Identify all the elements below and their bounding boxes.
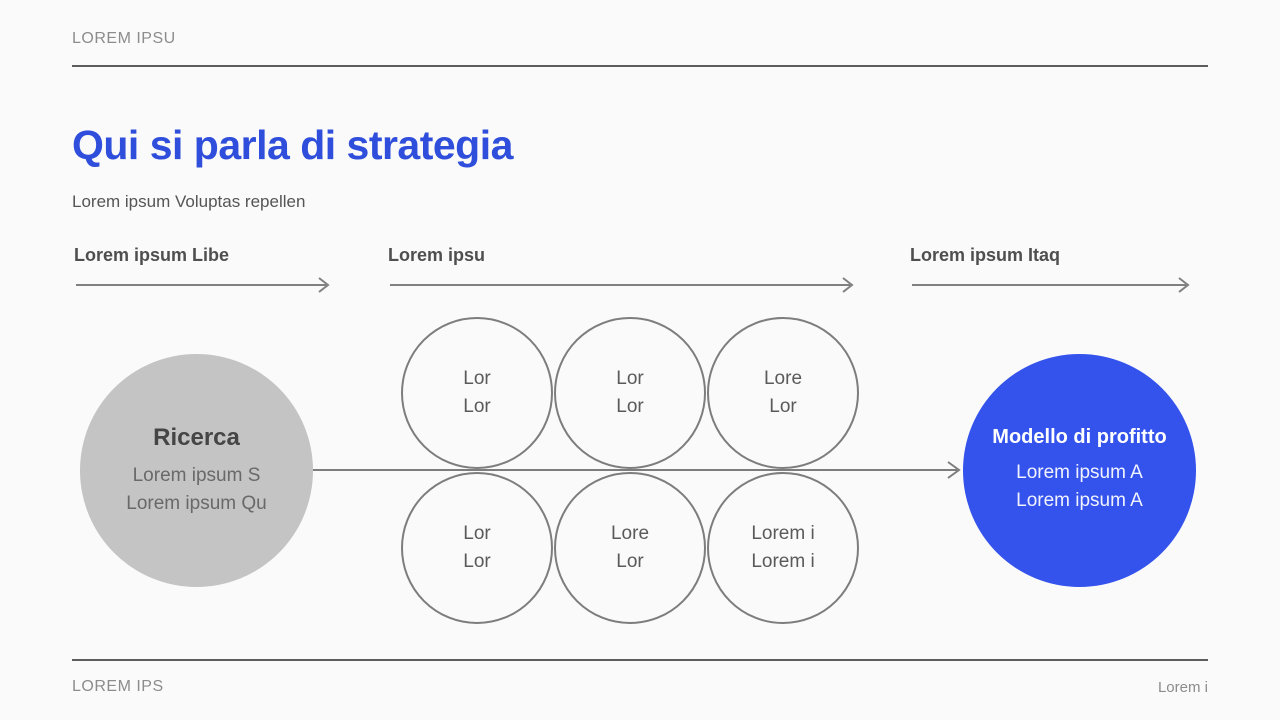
header-divider (72, 65, 1208, 67)
process-node-line: Lorem i (751, 523, 815, 545)
process-node-line: Lor (769, 396, 797, 417)
process-node-circle: Lore Lor (554, 472, 706, 624)
phase-header-2: Lorem ipsu (388, 245, 856, 294)
process-node-line: Lor (616, 368, 644, 390)
end-node-line: Lorem ipsum A (1016, 490, 1143, 511)
process-node-line: Lore (610, 523, 650, 545)
start-node-line: Lorem ipsum S (132, 464, 261, 486)
process-node-circle: Lor Lor (554, 317, 706, 469)
process-node-circle: Lorem i Lorem i (707, 472, 859, 624)
header-brand-text: LOREM IPSU (72, 30, 176, 47)
footer-left-text: LOREM IPS (72, 678, 164, 695)
phase-label: Lorem ipsum Itaq (910, 245, 1061, 265)
arrow-right-icon (390, 277, 854, 293)
phase-header-3: Lorem ipsum Itaq (910, 245, 1192, 294)
process-node-line: Lor (463, 396, 491, 417)
process-node-line: Lor (463, 523, 491, 545)
footer-divider (72, 659, 1208, 661)
process-node-line: Lor (463, 368, 491, 390)
end-node-title: Modello di profitto (992, 426, 1167, 449)
process-node-line: Lorem i (751, 551, 815, 572)
page-subtitle: Lorem ipsum Voluptas repellen (72, 192, 306, 211)
phase-label: Lorem ipsu (388, 245, 486, 265)
start-node-title: Ricerca (153, 423, 240, 451)
phase-header-1: Lorem ipsum Libe (74, 245, 332, 294)
process-node-line: Lore (763, 368, 803, 390)
process-node-line: Lor (463, 551, 491, 572)
end-node-circle: Modello di profitto Lorem ipsum A Lorem … (963, 354, 1196, 587)
process-node-circle: Lor Lor (401, 472, 553, 624)
start-node-circle: Ricerca Lorem ipsum S Lorem ipsum Qu (80, 354, 313, 587)
end-node-line: Lorem ipsum A (1016, 462, 1143, 484)
process-node-circle: Lor Lor (401, 317, 553, 469)
process-node-line: Lor (616, 396, 644, 417)
page-title: Qui si parla di strategia (72, 122, 513, 168)
phase-label: Lorem ipsum Libe (74, 245, 230, 265)
footer-right-text: Lorem i (1157, 679, 1208, 696)
start-node-line: Lorem ipsum Qu (126, 492, 267, 514)
arrow-right-icon (76, 277, 330, 293)
arrow-right-icon (912, 277, 1190, 293)
process-node-circle: Lore Lor (707, 317, 859, 469)
process-node-line: Lor (616, 551, 644, 572)
flow-connector-arrow-icon (313, 461, 961, 479)
